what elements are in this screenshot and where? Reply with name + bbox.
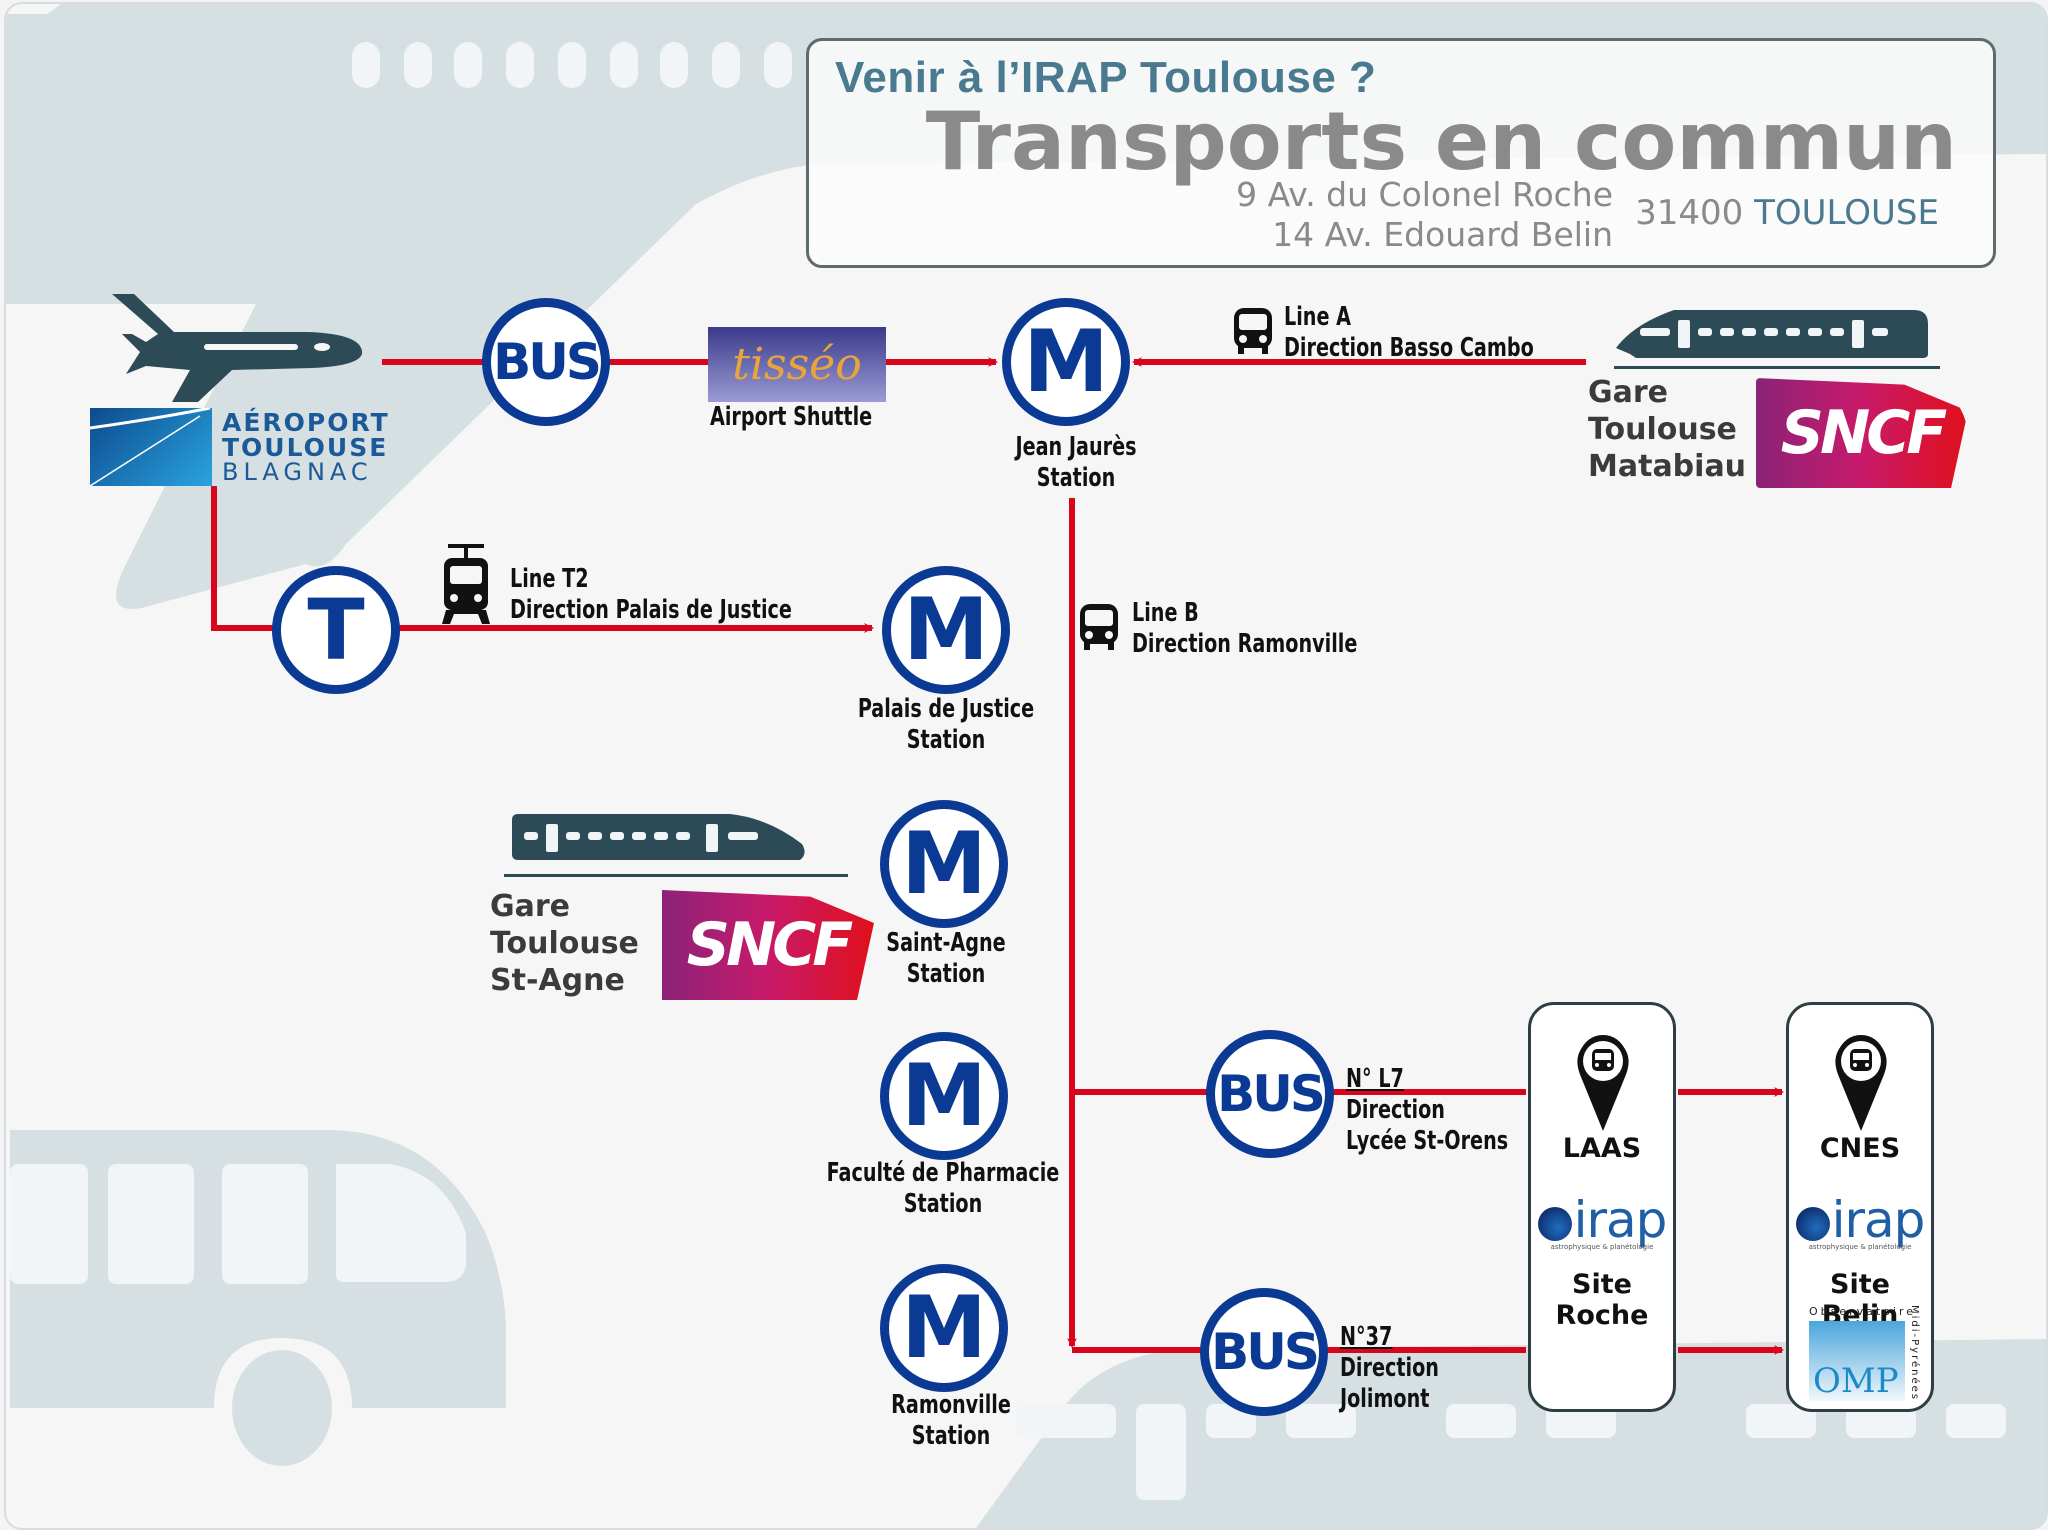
shuttle-bus-badge[interactable]: BUS [482,298,610,426]
sncf-logo-matabiau: SNCF [1756,378,1968,488]
bus-stop-pin-icon [1835,1035,1887,1131]
station-suffix: Station [906,959,986,989]
station-label-jean-jaures: Jean Jaurès Station [986,432,1166,494]
train-icon [504,814,848,877]
station-suffix: Station [911,1421,991,1451]
city-line: 31400 TOULOUSE [1635,193,1939,233]
gare-line-3: Matabiau [1588,449,1747,484]
tram-icon [442,544,490,624]
gare-line-3: St-Agne [490,963,625,998]
bus-badge-l7[interactable]: BUS [1206,1030,1334,1158]
airport-logo: AÉROPORT TOULOUSE BLAGNAC [89,406,390,487]
omp-logo-mark-text: OMP [1813,1361,1899,1401]
tram-badge[interactable]: T [272,566,400,694]
site-card-belin[interactable]: CNES irap astrophysique & planétologie S… [1786,1002,1934,1412]
address-block: 9 Av. du Colonel Roche 14 Av. Edouard Be… [1236,175,1613,255]
station-label-ramonville: Ramonville Station [865,1390,1037,1452]
station-label-saint-agne: Saint-Agne Station [856,928,1036,990]
irap-logo-word: irap [1573,1191,1668,1249]
bus-l7-label: N° L7 Direction Lycée St-Orens [1346,1064,1508,1157]
bus-37-direction-label: Direction [1340,1353,1439,1383]
airport-logo-line-2: TOULOUSE [222,433,389,462]
header-card: Venir à l’IRAP Toulouse ? Transports en … [806,38,1996,268]
metro-badge-saint-agne[interactable]: M [880,800,1008,928]
station-name: Faculté de Pharmacie [826,1158,1060,1188]
metro-badge-jean-jaures[interactable]: M [1002,298,1130,426]
bus-badge-37[interactable]: BUS [1200,1288,1328,1416]
station-label-palais-de-justice: Palais de Justice Station [848,694,1045,756]
map-frame: Venir à l’IRAP Toulouse ? Transports en … [4,2,2048,1530]
line-b-direction: Direction Ramonville [1132,629,1358,659]
airport-logo-line-3: BLAGNAC [222,458,373,486]
bus-stop-pin-icon [1577,1035,1629,1131]
station-name: Jean Jaurès [1015,432,1137,462]
station-name: Saint-Agne [886,928,1006,958]
irap-logo-word: irap [1831,1191,1926,1249]
tisseo-logo: tisséo [708,327,886,402]
postcode: 31400 [1635,193,1744,233]
station-label-faculte-de-pharmacie: Faculté de Pharmacie Station [822,1158,1063,1220]
site-stop-name: LAAS [1562,1133,1642,1164]
address-line-2: 14 Av. Edouard Belin [1272,215,1613,254]
metro-icon [1080,604,1118,650]
irap-logo: irap astrophysique & planétologie [1789,1195,1931,1251]
station-name: Ramonville [891,1390,1011,1420]
gare-matabiau-label: Gare Toulouse Matabiau [1588,374,1746,485]
bus-37-number: N°37 [1340,1322,1393,1352]
background-airplane-windows [352,42,792,88]
line-a-direction: Direction Basso Cambo [1284,333,1534,363]
irap-logo-subtitle: astrophysique & planétologie [1808,1243,1912,1251]
airport-logo-line-1: AÉROPORT [222,408,390,437]
metro-badge-palais-de-justice[interactable]: M [882,566,1010,694]
station-suffix: Station [906,725,986,755]
tram-line-name: Line T2 [510,564,589,594]
line-b-name: Line B [1132,598,1199,628]
irap-logo: irap astrophysique & planétologie [1531,1195,1673,1251]
airport-logo-text: AÉROPORT TOULOUSE BLAGNAC [222,410,390,485]
gare-st-agne-label: Gare Toulouse St-Agne [490,888,639,999]
station-suffix: Station [903,1189,983,1219]
address-line-1: 9 Av. du Colonel Roche [1236,175,1613,214]
airport-shuttle-label: Airport Shuttle [710,402,873,432]
train-icon [1614,310,1940,369]
site-stop-name: CNES [1819,1133,1901,1164]
metro-icon [1234,308,1272,354]
irap-logo-subtitle: astrophysique & planétologie [1550,1243,1654,1251]
airport-logo-mark [89,406,212,487]
bus-l7-direction: Lycée St-Orens [1346,1126,1509,1156]
tram-line-direction: Direction Palais de Justice [510,595,792,625]
tram-line-label: Line T2 Direction Palais de Justice [510,564,792,626]
omp-logo: Observatoire OMP Midi-Pyrénées [1799,1305,1923,1405]
gare-line-2: Toulouse [490,926,639,961]
gare-line-1: Gare [1588,375,1669,410]
route-airport-to-tram [211,486,874,633]
station-name: Palais de Justice [857,694,1035,724]
gare-line-1: Gare [490,889,571,924]
airplane-icon [112,294,363,402]
metro-badge-ramonville[interactable]: M [880,1264,1008,1392]
line-b-label: Line B Direction Ramonville [1132,598,1357,660]
bus-37-label: N°37 Direction Jolimont [1340,1322,1439,1415]
site-name: Site Roche [1555,1269,1649,1331]
station-suffix: Station [1036,463,1116,493]
bus-37-direction: Jolimont [1340,1384,1430,1414]
omp-logo-mark: OMP [1809,1321,1905,1401]
background-bus-icon [10,1130,506,1466]
metro-badge-faculte-de-pharmacie[interactable]: M [880,1032,1008,1160]
line-a-name: Line A [1284,302,1351,332]
omp-logo-side-text: Midi-Pyrénées [1909,1305,1920,1401]
omp-logo-top-text: Observatoire [1809,1305,1917,1318]
gare-line-2: Toulouse [1588,412,1737,447]
page-title: Transports en commun [925,95,1957,188]
bus-l7-number: N° L7 [1346,1064,1404,1094]
header-kicker: Venir à l’IRAP Toulouse ? [835,53,1377,102]
bus-l7-direction-label: Direction [1346,1095,1445,1125]
line-a-label: Line A Direction Basso Cambo [1284,302,1534,364]
site-card-roche[interactable]: LAAS irap astrophysique & planétologie S… [1528,1002,1676,1412]
city-name: TOULOUSE [1754,193,1939,233]
